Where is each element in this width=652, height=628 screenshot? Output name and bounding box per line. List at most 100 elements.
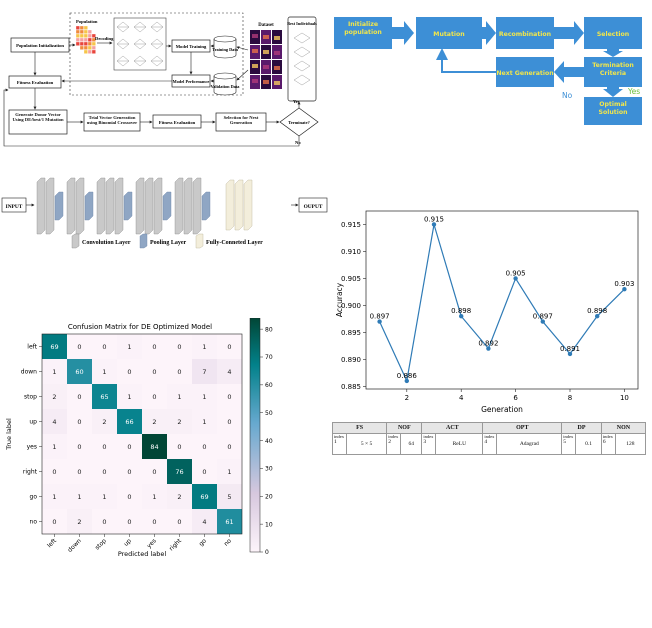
accuracy-point	[486, 346, 491, 351]
accuracy-y-ticklabel: 0.910	[341, 248, 361, 256]
confusion-y-ticklabel: down	[21, 369, 37, 376]
conv-layer	[96, 177, 106, 235]
accuracy-point-label: 0.891	[560, 345, 580, 353]
confusion-cell	[42, 434, 67, 459]
confusion-cell	[217, 459, 242, 484]
confusion-cell-value: 1	[52, 443, 56, 451]
input-label: INPUT	[6, 204, 23, 210]
yes-label: Yes	[293, 99, 300, 104]
hp-value-opt: Adagrad	[496, 433, 563, 455]
confusion-cell	[67, 384, 92, 409]
conv-layer	[114, 177, 124, 235]
fc-layer	[243, 179, 253, 231]
pool-layer	[201, 191, 211, 221]
confusion-cell	[167, 359, 192, 384]
confusion-cell-value: 7	[202, 368, 206, 376]
best-individual-thumbnails	[293, 32, 311, 86]
confusion-cell	[217, 509, 242, 534]
confusion-cell-value: 0	[77, 393, 81, 401]
confusion-cell-value: 2	[77, 518, 81, 526]
population-cell	[79, 41, 84, 46]
accuracy-point	[459, 313, 464, 319]
confusion-cell	[167, 434, 192, 459]
cnn-legend: Convolution Layer Pooling Layer Fully-Co…	[71, 233, 263, 249]
accuracy-x-ticklabel: 8	[568, 394, 572, 402]
confusion-cell	[67, 334, 92, 359]
ga-no-label: No	[562, 91, 573, 100]
conv-layer	[135, 177, 145, 235]
confusion-cell-value: 1	[202, 343, 206, 351]
network-thumbnail	[116, 21, 130, 33]
confusion-cells	[42, 334, 242, 534]
accuracy-point	[622, 287, 627, 292]
confusion-cell	[192, 484, 217, 509]
legend-fc-label: Fully-Conneted Layer	[206, 240, 263, 246]
termination-box	[584, 57, 642, 87]
accuracy-y-ticklabel: 0.890	[341, 356, 361, 364]
population-cell	[83, 49, 88, 54]
accuracy-point	[595, 313, 600, 319]
population-cell	[83, 33, 88, 38]
population-cell	[91, 37, 96, 42]
spectrogram-band	[274, 51, 280, 55]
confusion-cell	[217, 384, 242, 409]
spectrogram-band	[263, 65, 269, 69]
best-individuals-label: Best Individuals	[287, 21, 317, 26]
termination-label: Termination Criteria	[592, 62, 634, 77]
confusion-cell	[117, 434, 142, 459]
confusion-cell-value: 0	[152, 343, 156, 351]
confusion-cell-value: 0	[202, 468, 206, 476]
conv-layer	[174, 177, 184, 235]
pop-init-label: Population Initialization	[16, 43, 64, 48]
population-cell	[87, 49, 92, 54]
accuracy-ylabel: Accuracy	[335, 282, 344, 317]
confusion-matrix-chart: Confusion Matrix for DE Optimized Model …	[5, 318, 273, 558]
best-individual-thumbnail	[293, 74, 311, 86]
confusion-x-ticklabel: go	[198, 537, 208, 547]
network-thumbnail	[133, 38, 147, 50]
confusion-x-ticklabel: up	[123, 537, 133, 547]
confusion-cell-value: 1	[152, 493, 156, 501]
hp-value-act: ReLU	[435, 433, 484, 455]
accuracy-x-ticklabel: 6	[513, 394, 518, 402]
population-cell	[87, 41, 92, 46]
spectrogram-band	[252, 79, 258, 83]
confusion-cell	[92, 459, 117, 484]
confusion-colorbar	[249, 318, 261, 553]
network-thumbnail	[150, 55, 164, 67]
conv-layer	[192, 177, 202, 235]
population-cell	[79, 37, 84, 42]
confusion-cell	[67, 509, 92, 534]
colorbar-ticklabel: 70	[265, 354, 273, 361]
accuracy-point	[404, 378, 409, 384]
accuracy-point-label: 0.915	[424, 215, 444, 223]
legend-pool-label: Pooling Layer	[150, 240, 187, 246]
confusion-cell	[117, 359, 142, 384]
fitness-eval-1-label: Fitness Evaluation	[17, 80, 54, 85]
population-cell	[83, 29, 88, 34]
recombination-label: Recombination	[499, 31, 551, 38]
spectrogram-band	[274, 66, 280, 70]
confusion-cell	[92, 359, 117, 384]
accuracy-point-label: 0.898	[587, 307, 607, 315]
mutation-label: Mutation	[433, 31, 464, 38]
confusion-cell-value: 1	[177, 393, 181, 401]
confusion-cell-value: 76	[175, 468, 183, 476]
accuracy-plot-area	[365, 210, 639, 390]
population-grid	[75, 25, 96, 54]
confusion-cell-value: 0	[127, 493, 131, 501]
confusion-cell-value: 1	[202, 418, 206, 426]
fitness-eval-2-label: Fitness Evaluation	[159, 120, 196, 125]
ga-arrows	[392, 21, 623, 97]
accuracy-point-label: 0.903	[614, 280, 634, 288]
confusion-cell	[92, 409, 117, 434]
confusion-cell	[92, 509, 117, 534]
confusion-cell	[42, 484, 67, 509]
population-cell	[91, 49, 96, 54]
confusion-cell-value: 0	[127, 468, 131, 476]
legend-conv-label: Convolution Layer	[82, 240, 131, 246]
network-thumbnail	[133, 21, 147, 33]
